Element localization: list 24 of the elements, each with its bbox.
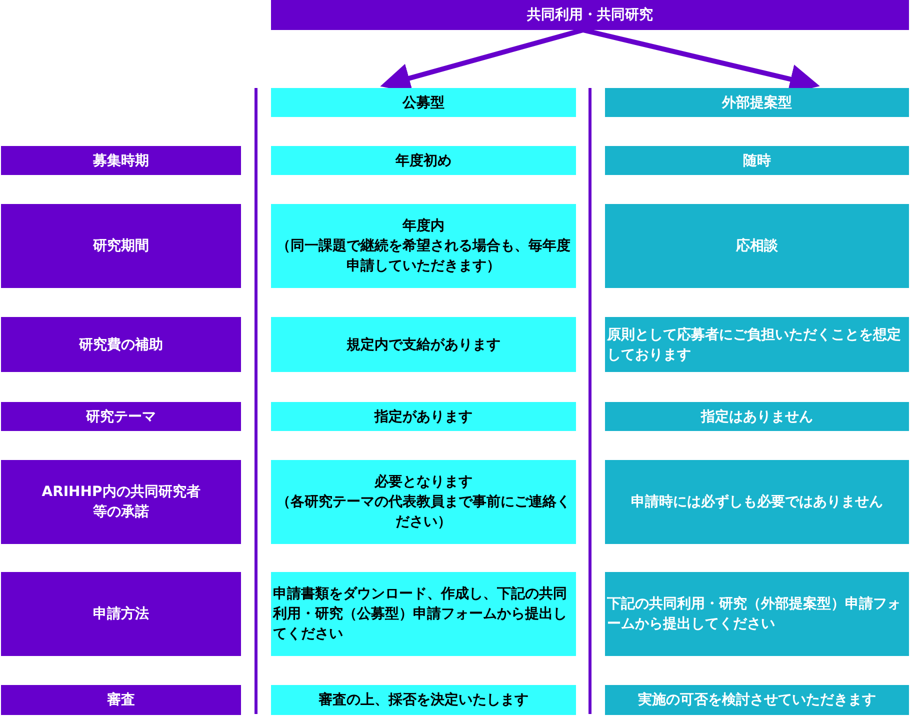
table-cell: 指定はありません	[605, 402, 909, 431]
table-cell: 規定内で支給があります	[271, 317, 576, 372]
table-cell: 応相談	[605, 204, 909, 288]
table-cell: 実施の可否を検討させていただきます	[605, 685, 909, 715]
table-cell: 審査の上、採否を決定いたします	[271, 685, 576, 715]
row-header: ARIHHP内の共同研究者等の承諾	[1, 460, 241, 544]
row-header: 研究期間	[1, 204, 241, 288]
table-cell: 申請時には必ずしも必要ではありません	[605, 460, 909, 544]
table-cell: 申請書類をダウンロード、作成し、下記の共同利用・研究（公募型）申請フォームから提出してください	[271, 572, 576, 656]
table-cell: 指定があります	[271, 402, 576, 431]
row-header: 募集時期	[1, 146, 241, 175]
table-cell: 随時	[605, 146, 909, 175]
row-header: 審査	[1, 685, 241, 715]
row-header: 研究テーマ	[1, 402, 241, 431]
table-cell: 年度内 （同一課題で継続を希望される場合も、毎年度申請していただきます）	[271, 204, 576, 288]
column-header: 公募型	[271, 88, 576, 117]
title-bar: 共同利用・共同研究	[271, 0, 909, 30]
row-header: 申請方法	[1, 572, 241, 656]
table-cell: 下記の共同利用・研究（外部提案型）申請フォームから提出してください	[605, 572, 909, 656]
column-header: 外部提案型	[605, 88, 909, 117]
row-header: 研究費の補助	[1, 317, 241, 372]
table-cell: 必要となります （各研究テーマの代表教員まで事前にご連絡ください）	[271, 460, 576, 544]
table-cell: 原則として応募者にご負担いただくことを想定しております	[605, 317, 909, 372]
table-cell: 年度初め	[271, 146, 576, 175]
